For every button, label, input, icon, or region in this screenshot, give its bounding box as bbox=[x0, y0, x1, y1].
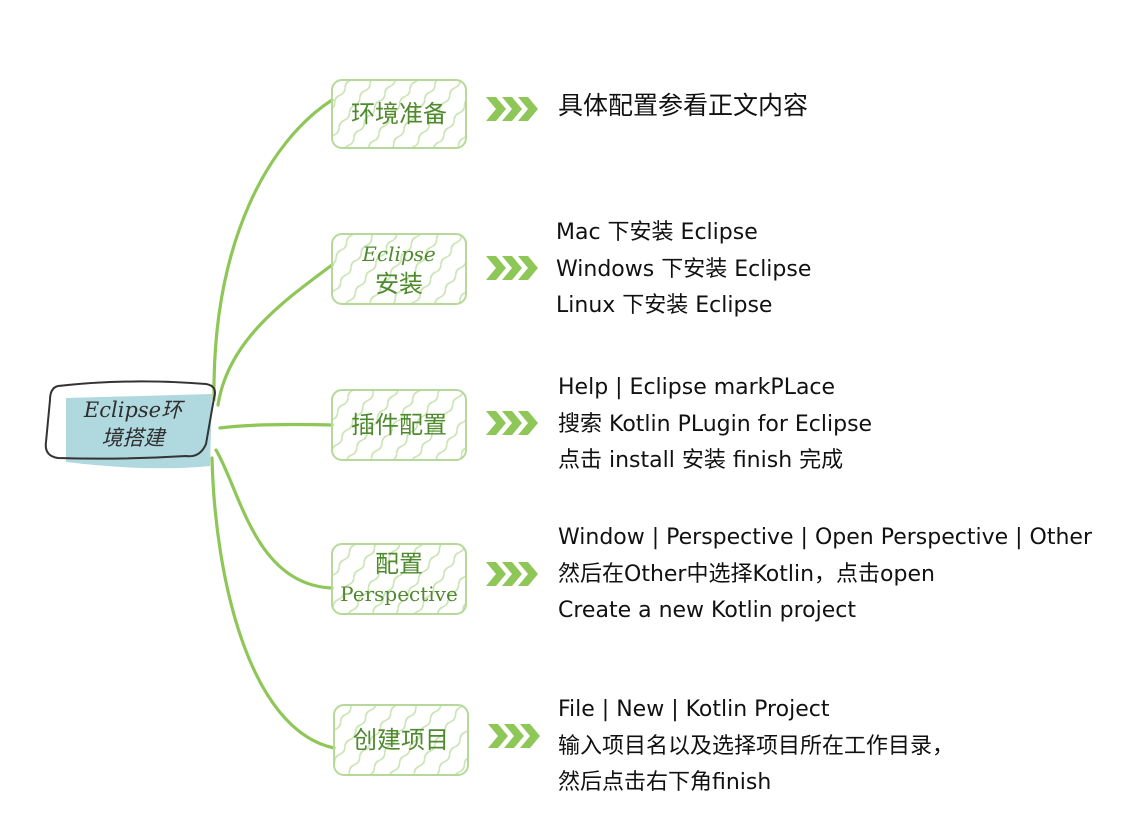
connector-1 bbox=[212, 98, 334, 402]
detail-line: 然后点击右下角finish bbox=[558, 770, 772, 795]
detail-line: Mac 下安装 Eclipse bbox=[556, 220, 758, 245]
detail-line: 搜索 Kotlin PLugin for Eclipse bbox=[558, 411, 873, 437]
branch-label: 安装 bbox=[375, 270, 423, 298]
root-node[interactable]: Eclipse环 境搭建 bbox=[58, 392, 208, 456]
detail-env-prep: 具体配置参看正文内容 bbox=[558, 88, 808, 125]
detail-line: Create a new Kotlin project bbox=[558, 598, 856, 623]
detail-line: Windows 下安装 Eclipse bbox=[556, 256, 812, 282]
chevron-arrow-icon bbox=[486, 97, 538, 121]
root-line-1: Eclipse环 bbox=[83, 398, 183, 422]
connectors bbox=[210, 98, 336, 750]
detail-eclipse-install: Mac 下安装 Eclipse Windows 下安装 Eclipse Linu… bbox=[556, 215, 811, 325]
connector-5 bbox=[210, 456, 336, 750]
detail-line: 点击 install 安装 finish 完成 bbox=[558, 448, 844, 473]
branch-node-plugin-config[interactable]: 插件配置 bbox=[332, 390, 466, 460]
branch-label: Eclipse bbox=[362, 242, 436, 266]
branch-box-4 bbox=[331, 543, 467, 615]
arrow-icons bbox=[486, 97, 540, 748]
branch-label: 环境准备 bbox=[351, 100, 447, 128]
branch-label: 插件配置 bbox=[351, 411, 447, 439]
branch-label: 配置 bbox=[375, 550, 423, 578]
branch-node-env-prep[interactable]: 环境准备 bbox=[332, 80, 466, 148]
branch-box-3 bbox=[331, 389, 467, 461]
detail-create-project: File | New | Kotlin Project 输入项目名以及选择项目所… bbox=[558, 692, 954, 802]
branch-boxes bbox=[331, 79, 469, 776]
detail-line: 然后在Other中选择Kotlin，点击open bbox=[558, 561, 935, 587]
branch-node-perspective[interactable]: 配置 Perspective bbox=[332, 544, 466, 614]
branch-label: Perspective bbox=[340, 582, 458, 606]
detail-plugin-config: Help | Eclipse markPLace 搜索 Kotlin PLugi… bbox=[558, 370, 872, 480]
detail-line: Window | Perspective | Open Perspective … bbox=[558, 525, 1092, 550]
connector-2 bbox=[216, 263, 334, 407]
detail-line: 输入项目名以及选择项目所在工作目录， bbox=[558, 733, 955, 759]
root-node-shape bbox=[44, 380, 216, 469]
chevron-arrow-icon bbox=[486, 562, 538, 586]
connector-4 bbox=[214, 448, 334, 590]
detail-line: File | New | Kotlin Project bbox=[558, 697, 830, 722]
branch-label: 创建项目 bbox=[353, 726, 449, 754]
branch-box-1 bbox=[331, 79, 467, 149]
detail-line: 具体配置参看正文内容 bbox=[558, 91, 809, 120]
connector-3 bbox=[218, 422, 334, 430]
chevron-arrow-icon bbox=[488, 724, 540, 748]
branch-box-5 bbox=[333, 704, 469, 776]
branch-node-create-project[interactable]: 创建项目 bbox=[334, 705, 468, 775]
detail-perspective: Window | Perspective | Open Perspective … bbox=[558, 520, 1092, 630]
branch-node-eclipse-install[interactable]: Eclipse 安装 bbox=[332, 234, 466, 304]
detail-line: Linux 下安装 Eclipse bbox=[556, 293, 773, 318]
root-line-2: 境搭建 bbox=[101, 426, 165, 450]
branch-box-2 bbox=[331, 233, 467, 305]
detail-line: Help | Eclipse markPLace bbox=[558, 375, 836, 400]
chevron-arrow-icon bbox=[486, 256, 538, 280]
chevron-arrow-icon bbox=[486, 411, 538, 435]
